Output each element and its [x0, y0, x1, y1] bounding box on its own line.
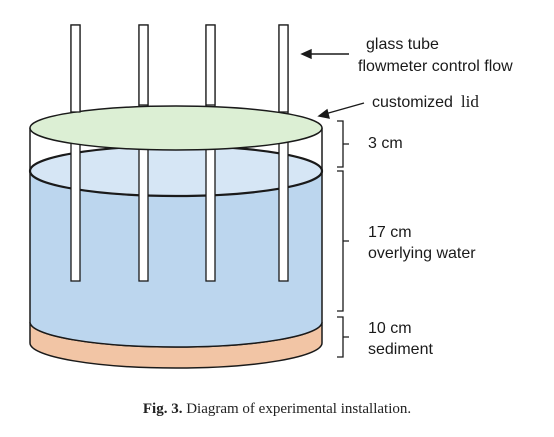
flowmeter-label: flowmeter control flow — [358, 58, 513, 75]
caption-text: Diagram of experimental installation. — [186, 401, 412, 417]
sediment-height-bracket — [337, 316, 349, 358]
water-name-label: overlying water — [368, 245, 476, 262]
water-height-bracket — [337, 170, 349, 312]
glass-tube-label: glass tube — [366, 36, 439, 53]
label-arrows — [300, 48, 365, 119]
dimension-brackets — [337, 120, 349, 358]
lid-label: customized lid — [372, 92, 479, 111]
lid-label-suffix: lid — [461, 92, 479, 111]
lid-height-bracket — [337, 120, 349, 168]
glass-tube-1-top — [70, 24, 81, 113]
sediment-name-label: sediment — [368, 341, 433, 358]
water-height-label: 17 cm — [368, 224, 412, 241]
glass-tube-4-top — [278, 24, 289, 113]
figure-caption: Fig. 3. Diagram of experimental installa… — [0, 401, 554, 418]
customized-lid — [29, 105, 323, 151]
sediment-height-label: 10 cm — [368, 320, 412, 337]
lid-height-label: 3 cm — [368, 135, 403, 152]
lid-label-main: customized — [372, 94, 453, 111]
glass-tube-2-top — [138, 24, 149, 106]
caption-label: Fig. 3. — [142, 401, 183, 417]
lid-arrow — [324, 102, 365, 115]
experimental-installation-diagram: glass tube flowmeter control flow custom… — [28, 24, 513, 369]
glass-tube-3-top — [205, 24, 216, 106]
